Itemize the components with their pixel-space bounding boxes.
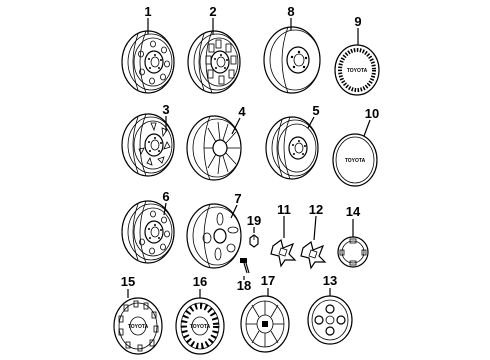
callout-19: 19 [247,213,261,228]
callout-4: 4 [238,104,246,119]
emblem-text-10: TOYOTA [345,158,366,164]
callout-9: 9 [354,14,361,29]
center-cap-13 [307,295,353,345]
callout-16: 16 [193,274,207,289]
wheel-1 [121,30,175,94]
leader-12 [313,215,317,241]
callout-14: 14 [346,204,361,219]
center-cap-12 [300,240,327,270]
wheel-7 [186,203,242,269]
wheel-cover-9: TOYOTA [334,44,380,96]
wheel-2 [187,30,241,94]
center-cap-14 [337,236,369,268]
wheel-3 [121,113,175,177]
callout-8: 8 [287,4,294,19]
callout-5: 5 [312,103,319,118]
emblem-text-9: TOYOTA [347,68,368,74]
wheel-cover-15: TOYOTA [113,297,163,355]
wheel-cover-16: TOYOTA [175,297,225,355]
callout-10: 10 [365,106,379,121]
callout-17: 17 [261,273,275,288]
emblem-text-15: TOYOTA [128,324,149,330]
callout-18: 18 [237,278,251,293]
callout-7: 7 [234,191,241,206]
callout-11: 11 [277,202,291,217]
callout-6: 6 [162,189,169,204]
leader-4 [231,117,241,135]
callout-2: 2 [209,4,216,19]
center-cap-11 [270,238,297,268]
leader-10 [363,119,371,137]
wheel-4 [186,115,242,181]
lug-nut-19 [249,234,259,248]
leader-5 [307,116,315,129]
valve-stem-18 [240,258,250,274]
callout-1: 1 [144,4,151,19]
leader-6 [163,202,167,216]
wheel-8 [263,26,321,94]
callout-13: 13 [323,273,337,288]
leader-7 [230,204,238,219]
wheel-cover-17 [240,295,290,353]
callout-12: 12 [309,202,323,217]
wheel-5 [265,116,319,180]
callout-3: 3 [162,102,169,117]
callout-15: 15 [121,274,135,289]
wheel-cover-10: TOYOTA [332,133,378,187]
wheel-6 [121,200,175,264]
emblem-text-16: TOYOTA [190,324,211,330]
